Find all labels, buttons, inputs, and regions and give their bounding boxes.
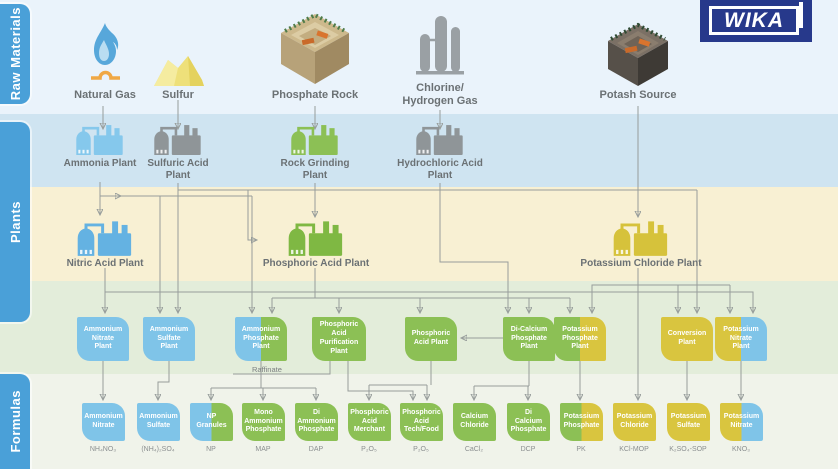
wika-logo-frame: WIKA: [709, 6, 799, 35]
sulfuric-acid-plant-icon: [151, 123, 205, 156]
raw-material-label-natural-gas: Natural Gas: [74, 89, 136, 101]
rock-grinding-plant-icon: [288, 123, 342, 156]
sulfur-pile-icon: [154, 56, 204, 86]
sub-plant-phosphoric-acid: Phosphoric Acid Plant: [405, 317, 457, 361]
wika-logo-text: WIKA: [724, 8, 784, 32]
formula-np: NP: [206, 446, 216, 453]
nitric-acid-plant-icon: [74, 219, 136, 257]
processing-plant-label-hydrochloric: Hydrochloric Acid Plant: [397, 158, 483, 181]
formula-pk: PK: [576, 446, 586, 453]
gas-columns-icon: [416, 16, 464, 75]
sub-plant-phosphoric-acid-purification: Phosphoric Acid Purification Plant: [312, 317, 366, 361]
sidebar-tab-label: Raw Materials: [7, 7, 23, 101]
sub-plant-ammonium-phosphate: Ammonium Phosphate Plant: [235, 317, 287, 361]
product-phosphoric-acid-merchant: Phosphoric Acid Merchant: [348, 403, 391, 441]
sub-plant-ammonium-nitrate: Ammonium Nitrate Plant: [77, 317, 129, 361]
wika-logo-bar: [799, 2, 803, 28]
formula-p2o5-merchant: P₂O₅: [361, 446, 377, 453]
formula-kcl-mop: KCl-MOP: [619, 446, 649, 453]
formula-cacl2: CaCl₂: [464, 446, 484, 453]
potash-mine-icon: [608, 22, 668, 86]
product-potassium-sulfate: Potassium Sulfate: [667, 403, 710, 441]
sub-plant-conversion: Conversion Plant: [661, 317, 713, 361]
raw-material-label-chlorine-hydrogen: Chlorine/ Hydrogen Gas: [402, 82, 478, 107]
product-potassium-chloride: Potassium Chloride: [613, 403, 656, 441]
product-ammonium-nitrate: Ammonium Nitrate: [82, 403, 125, 441]
formula-dap: DAP: [308, 446, 324, 453]
wika-logo: WIKA: [700, 0, 812, 42]
sub-plant-potassium-phosphate: Potassium Phosphate Plant: [554, 317, 606, 361]
plants-band: [0, 187, 838, 281]
sub-plant-potassium-nitrate: Potassium Nitrate Plant: [715, 317, 767, 361]
raw-materials-band: [0, 0, 838, 114]
main-plant-label-potassium-chloride: Potassium Chloride Plant: [580, 258, 702, 269]
ammonia-plant-icon: [73, 123, 127, 156]
processing-plant-label-rock-grinding: Rock Grinding Plant: [280, 158, 350, 181]
raw-material-label-sulfur: Sulfur: [162, 89, 194, 101]
formula-map: MAP: [255, 446, 271, 453]
main-plant-label-nitric: Nitric Acid Plant: [66, 258, 144, 269]
product-np-granules: NP Granules: [190, 403, 233, 441]
processing-plant-label-sulfuric: Sulfuric Acid Plant: [147, 158, 209, 181]
sidebar-tab-label: Formulas: [7, 390, 23, 453]
formula-dcp: DCP: [520, 446, 536, 453]
formula-nh4no3: NH₄NO₃: [89, 446, 117, 453]
sidebar-tab-formulas: Formulas: [0, 374, 30, 469]
phosphoric-acid-plant-icon: [285, 219, 347, 257]
product-potassium-nitrate: Potassium Nitrate: [720, 403, 763, 441]
formula-k2so4-sop: K₂SO₄-SOP: [669, 446, 707, 453]
product-calcium-chloride: Calcium Chloride: [453, 403, 496, 441]
potassium-chloride-plant-icon: [610, 219, 672, 257]
processing-plant-label-ammonia: Ammonia Plant: [63, 158, 137, 169]
product-potassium-phosphate: Potassium Phosphate: [560, 403, 603, 441]
sidebar-tab-raw-materials: Raw Materials: [0, 4, 30, 104]
sub-plant-ammonium-sulfate: Ammonium Sulfate Plant: [143, 317, 195, 361]
formula-p2o5-tech: P₂O₅: [413, 446, 429, 453]
raffinate-label: Raffinate: [252, 365, 282, 374]
sidebar-tab-plants: Plants: [0, 122, 30, 322]
main-plant-label-phosphoric: Phosphoric Acid Plant: [262, 258, 370, 269]
formula-kno3: KNO₃: [731, 446, 751, 453]
phosphate-mine-icon: [281, 12, 349, 84]
raw-material-label-phosphate-rock: Phosphate Rock: [271, 89, 359, 101]
product-di-calcium-phosphate: Di Calcium Phosphate: [507, 403, 550, 441]
product-phosphoric-acid-tech-food: Phosphoric Acid Tech/Food: [400, 403, 443, 441]
product-ammonium-sulfate: Ammonium Sulfate: [137, 403, 180, 441]
formula-nh42so4: (NH₄)₂SO₄: [141, 446, 175, 453]
hydrochloric-acid-plant-icon: [413, 123, 467, 156]
sidebar-tab-label: Plants: [7, 200, 23, 243]
flame-icon: [91, 23, 120, 80]
raw-material-label-potash-source: Potash Source: [599, 89, 677, 101]
product-mono-ammonium-phosphate: Mono Ammonium Phosphate: [242, 403, 285, 441]
product-di-ammonium-phosphate: Di Ammonium Phosphate: [295, 403, 338, 441]
sub-plant-di-calcium-phosphate: Di-Calcium Phosphate Plant: [503, 317, 555, 361]
